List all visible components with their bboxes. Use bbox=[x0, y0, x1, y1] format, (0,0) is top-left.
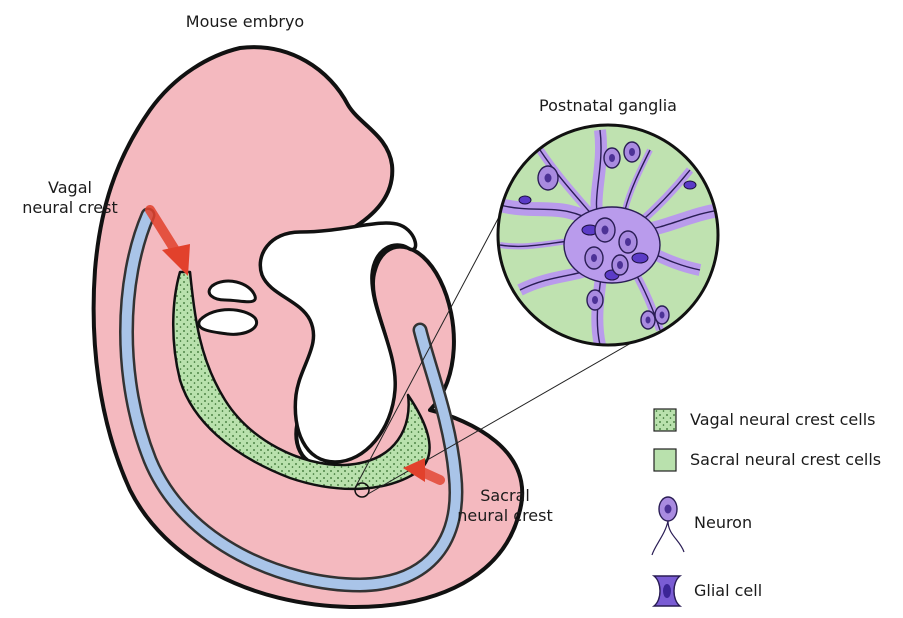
sacral-label-line1: Sacral bbox=[445, 486, 565, 506]
legend-label-vagal: Vagal neural crest cells bbox=[690, 410, 875, 430]
vagal-label-line1: Vagal bbox=[10, 178, 130, 198]
legend-glial-icon bbox=[654, 576, 680, 606]
legend-swatch-vagal bbox=[654, 409, 676, 431]
sacral-label-line2: neural crest bbox=[445, 506, 565, 526]
vagal-label-line2: neural crest bbox=[10, 198, 130, 218]
legend-label-neuron: Neuron bbox=[694, 513, 752, 533]
legend-neuron-icon bbox=[652, 497, 684, 555]
diagram-title: Mouse embryo bbox=[170, 12, 320, 32]
pharyngeal-loop-2 bbox=[199, 310, 257, 335]
vagal-label: Vagal neural crest bbox=[10, 178, 130, 218]
sacral-label: Sacral neural crest bbox=[445, 486, 565, 526]
inset-title: Postnatal ganglia bbox=[518, 96, 698, 116]
ganglia-inset bbox=[498, 125, 720, 345]
legend-swatch-sacral bbox=[654, 449, 676, 471]
legend-label-sacral: Sacral neural crest cells bbox=[690, 450, 881, 470]
legend-label-glia: Glial cell bbox=[694, 581, 762, 601]
